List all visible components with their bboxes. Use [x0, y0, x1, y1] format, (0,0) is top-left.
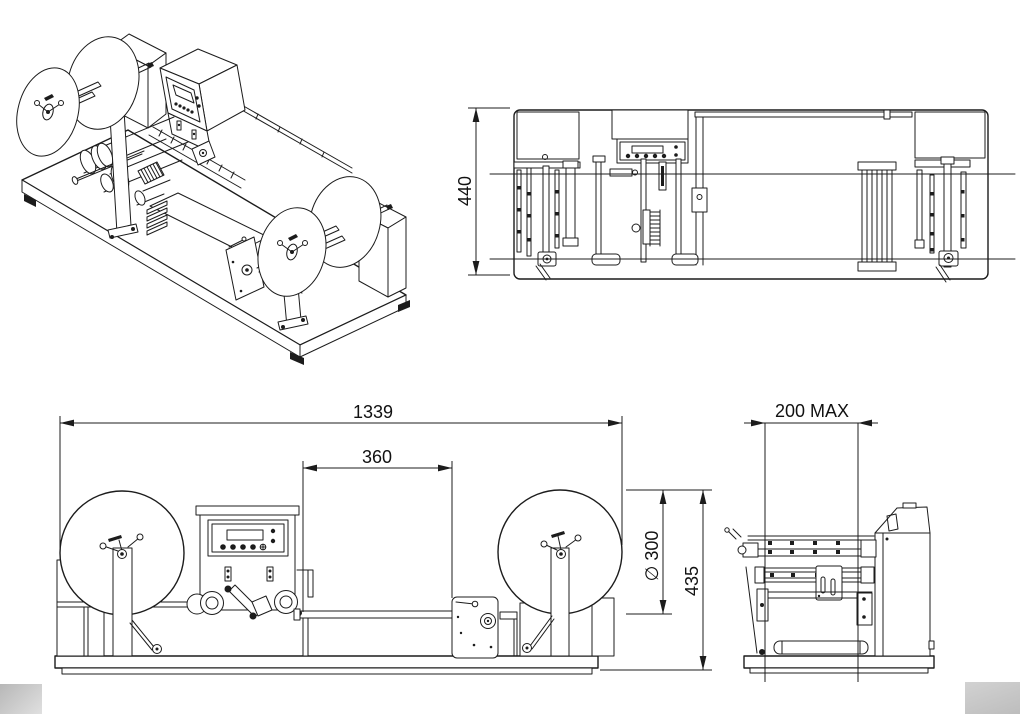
- dimension-max-web-width: 200 MAX: [744, 401, 878, 682]
- dimension-overall-width: 1339: [59, 402, 623, 548]
- dimension-label-overall-height: 435: [682, 566, 702, 596]
- rewind-bracket-isometric: [225, 236, 303, 301]
- dispense-rollers: [186, 584, 302, 620]
- left-reel-column: [112, 547, 133, 657]
- right-hub-isometric: [277, 234, 308, 261]
- peel-plate: [251, 595, 273, 617]
- isometric-view: [16, 33, 410, 365]
- right-rewind-isometric: [256, 176, 393, 331]
- right-reel-column: [550, 547, 570, 657]
- side-tower: [874, 502, 935, 657]
- dimension-label-overall-width: 1339: [353, 402, 393, 422]
- table-rail: [293, 608, 518, 657]
- rear-rail: [239, 103, 353, 174]
- corner-mark-left: [0, 684, 42, 714]
- rewind-bracket-front: [451, 596, 499, 659]
- side-base: [743, 655, 935, 669]
- rear-rail-top: [694, 111, 913, 118]
- side-lower-mechanism: [745, 566, 873, 655]
- right-box-top: [914, 111, 986, 159]
- rail-bracket-top: [883, 109, 891, 120]
- left-box-top: [516, 111, 580, 160]
- side-base-lower: [749, 667, 929, 674]
- dimension-label-center-gap: 360: [362, 447, 392, 467]
- left-unwind-top: [513, 154, 581, 281]
- control-panel-front: [195, 505, 314, 611]
- front-view: 1339 360 ∅ 300 435: [54, 402, 712, 675]
- control-panel-isometric: [159, 48, 246, 153]
- right-reel-hub: [540, 531, 582, 559]
- left-reel: [59, 490, 185, 657]
- top-view: 440: [455, 107, 1016, 283]
- dimension-label-max-web-width: 200 MAX: [775, 401, 849, 421]
- panel-buttons-isometric: [174, 96, 201, 114]
- slide-guide-top: [691, 116, 708, 266]
- left-reel-hub: [99, 533, 144, 559]
- front-base-lower: [61, 667, 593, 675]
- machine-feet: [24, 194, 410, 365]
- control-panel-top: [611, 109, 689, 164]
- dimension-center-gap: 360: [302, 447, 453, 612]
- side-view: 200 MAX: [724, 401, 935, 682]
- lcd-display: [226, 529, 264, 541]
- dimension-label-roll-diameter: ∅ 300: [642, 531, 662, 582]
- left-unwind-isometric: [16, 36, 154, 239]
- right-reel: [497, 489, 623, 657]
- corner-mark-right: [965, 682, 1020, 714]
- linear-rail: [148, 126, 246, 189]
- dimension-roll-diameter: ∅ 300: [626, 489, 712, 615]
- panel-buttons-front: [220, 528, 276, 551]
- left-hub-isometric: [34, 94, 64, 121]
- front-base: [54, 655, 599, 669]
- dimension-overall-height: 435: [600, 490, 712, 671]
- right-rewind-top: [857, 156, 971, 283]
- side-rails: [724, 527, 877, 601]
- shaft-centerlines: [489, 173, 1016, 260]
- dimension-machine-depth: 440: [455, 107, 510, 276]
- dimension-label-machine-depth: 440: [455, 176, 475, 206]
